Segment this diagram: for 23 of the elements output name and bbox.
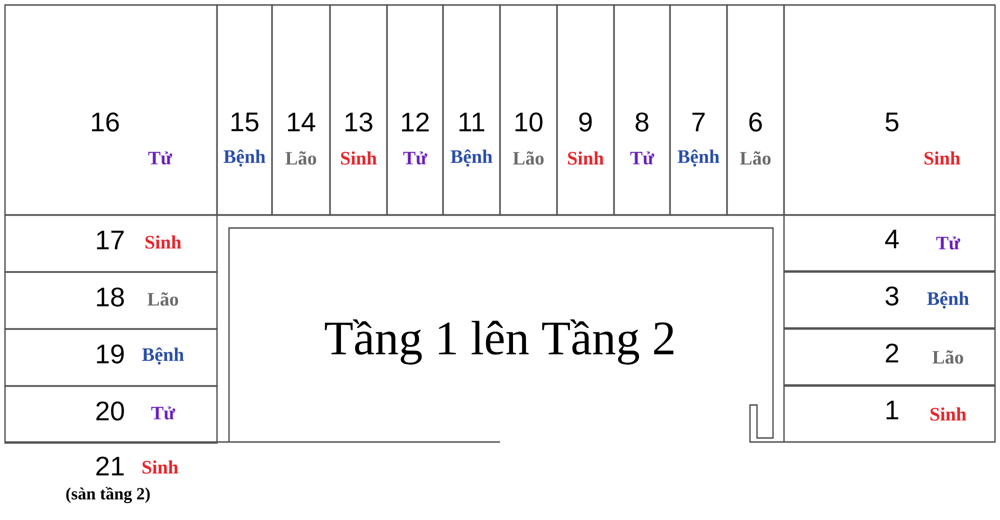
step-cell: 9 Sinh	[556, 4, 615, 216]
step-cell: 2 Lão	[783, 328, 996, 386]
step-cell: 4 Tử	[783, 214, 996, 272]
step-cell: 20 Tử	[4, 385, 218, 444]
step-cell: 11 Bệnh	[442, 4, 501, 216]
step-cell: 19 Bệnh	[4, 328, 218, 387]
step-cell: 16 Tử	[4, 4, 218, 216]
step-cell: 1 Sinh	[783, 385, 996, 443]
step-cell: 7 Bệnh	[669, 4, 728, 216]
step-number: 21	[96, 456, 124, 476]
step-cell: 18 Lão	[4, 271, 218, 330]
step-cell: 5 Sinh	[783, 4, 996, 216]
step-cell: 10 Lão	[499, 4, 558, 216]
step-cell: 17 Sinh	[4, 214, 218, 273]
step-cell: 14 Lão	[271, 4, 331, 216]
step-cell: 3 Bệnh	[783, 271, 996, 329]
step-cell: 13 Sinh	[329, 4, 388, 216]
step-cell: 6 Lão	[726, 4, 785, 216]
floor-note: (sàn tầng 2)	[66, 486, 150, 504]
step-cell: 15 Bệnh	[216, 4, 273, 216]
step-cell: 12 Tử	[386, 4, 444, 216]
step-cell: 8 Tử	[613, 4, 671, 216]
stairwell-label: Tầng 1 lên Tầng 2	[324, 319, 674, 365]
